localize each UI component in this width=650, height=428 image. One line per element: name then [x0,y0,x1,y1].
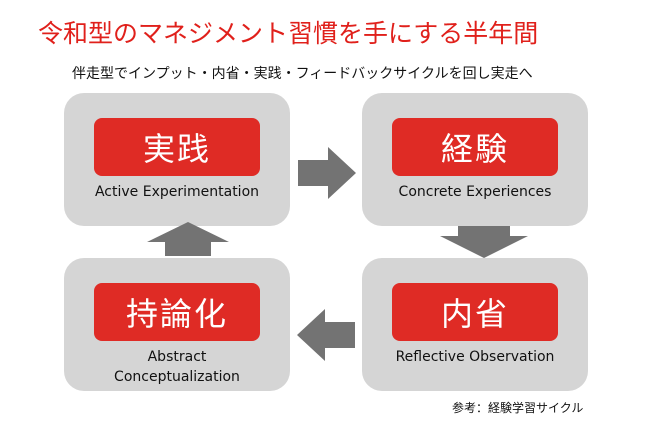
stage-card-abstract-conceptualization: 持論化 Abstract Conceptualization [64,258,290,391]
stage-card-active-experimentation: 実践 Active Experimentation [64,93,290,226]
stage-label-en: Abstract Conceptualization [114,349,240,385]
arrow-up-icon [147,222,229,256]
stage-label-ja: 経験 [392,118,558,176]
stage-label-ja: 内省 [392,283,558,341]
arrow-right-icon [298,147,356,199]
arrow-left-icon [297,309,355,361]
page-title: 令和型のマネジメント習慣を手にする半年間 [38,19,539,48]
arrow-down-icon [440,226,528,258]
stage-card-reflective-observation: 内省 Reflective Observation [362,258,588,391]
page-subtitle: 伴走型でインプット・内省・実践・フィードバックサイクルを回し実走へ [72,66,533,82]
stage-label-ja: 持論化 [94,283,260,341]
stage-label-ja: 実践 [94,118,260,176]
reference-note: 参考：経験学習サイクル [452,401,584,415]
stage-label-en: Reflective Observation [395,349,555,365]
stage-label-en: Active Experimentation [94,184,260,200]
stage-label-en: Concrete Experiences [398,184,552,200]
stage-card-concrete-experiences: 経験 Concrete Experiences [362,93,588,226]
